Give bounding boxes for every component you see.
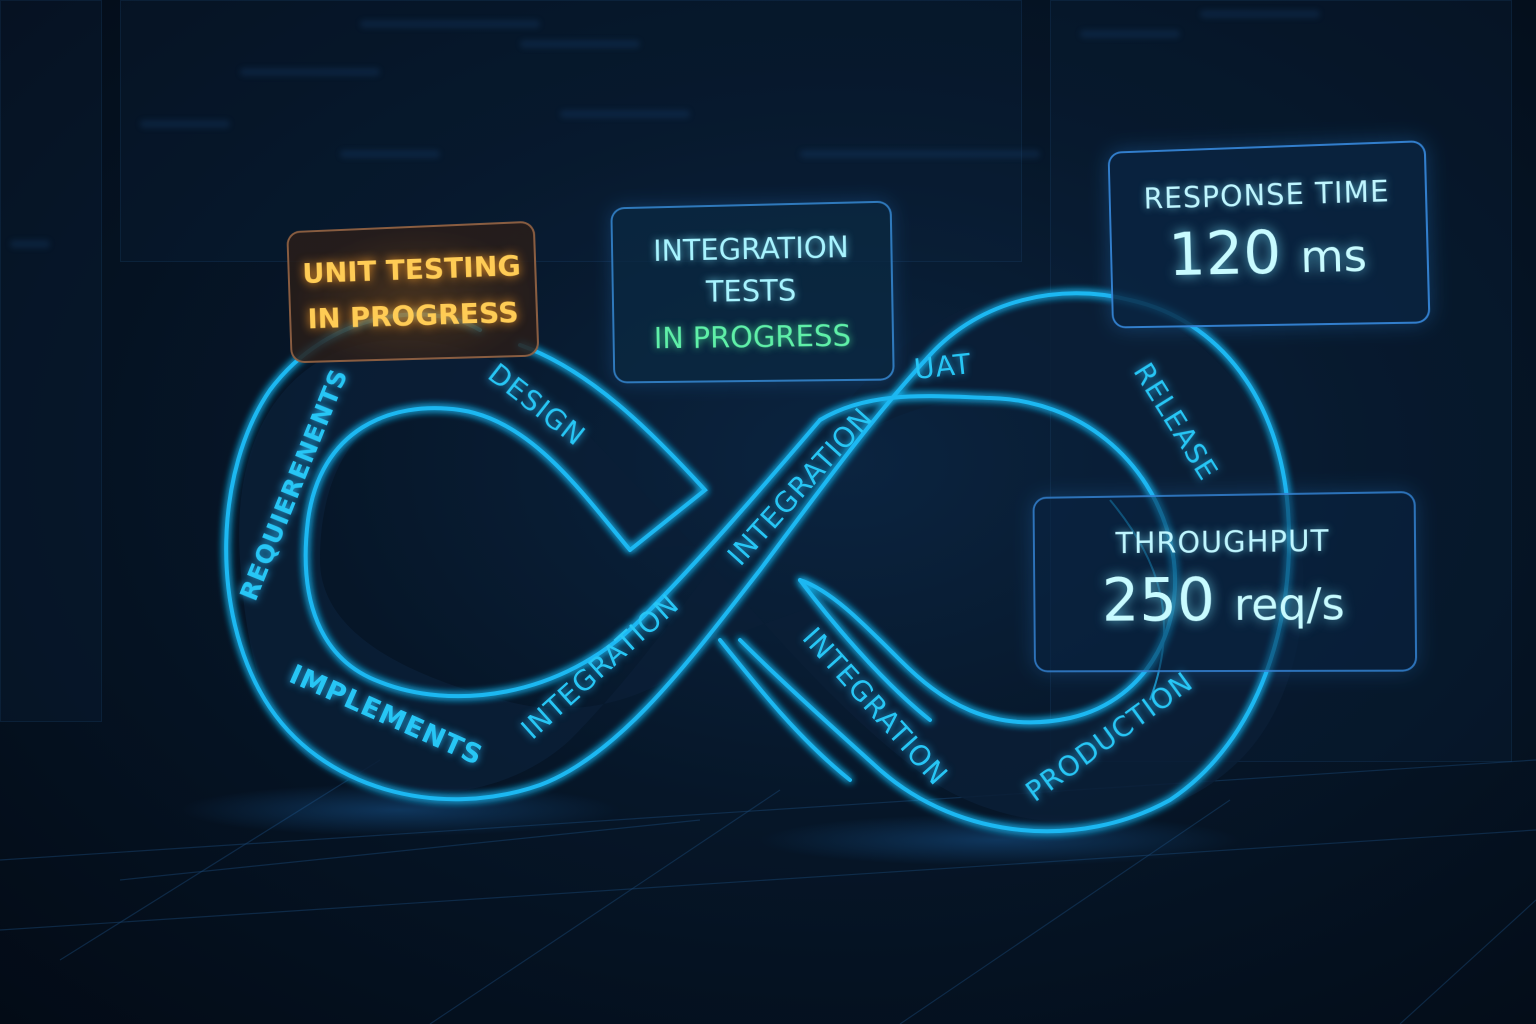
background-blur-line bbox=[560, 110, 690, 118]
background-blur-line bbox=[140, 120, 230, 128]
integration-tests-status-card: INTEGRATION TESTS IN PROGRESS bbox=[610, 200, 895, 384]
unit-testing-title: UNIT TESTING bbox=[301, 248, 522, 290]
stage-label-uat: UAT bbox=[912, 347, 974, 386]
right-lobe-outer-edge bbox=[738, 298, 1292, 834]
response-time-unit: ms bbox=[1299, 230, 1368, 284]
background-blur-line bbox=[1080, 30, 1180, 38]
background-blur-line bbox=[340, 150, 440, 158]
floor-reflection bbox=[760, 814, 1240, 866]
background-blur-line bbox=[360, 20, 540, 28]
floor-grid bbox=[0, 759, 1536, 1024]
crossover-left-edge bbox=[518, 343, 708, 552]
background-blur-line bbox=[520, 40, 640, 48]
left-lobe-inner-edge bbox=[303, 406, 822, 699]
throughput-label: THROUGHPUT bbox=[1115, 523, 1330, 561]
integration-tests-title-line1: INTEGRATION bbox=[652, 229, 850, 268]
response-time-label: RESPONSE TIME bbox=[1143, 173, 1391, 216]
throughput-value: 250 bbox=[1101, 565, 1216, 636]
unit-testing-status: IN PROGRESS bbox=[307, 295, 520, 336]
background-blur-line bbox=[10, 240, 50, 248]
response-time-value-row: 120 ms bbox=[1168, 215, 1368, 296]
loop-neon-outline bbox=[224, 291, 1292, 834]
integration-tests-status: IN PROGRESS bbox=[653, 318, 852, 356]
crossover-lower-edge bbox=[718, 638, 852, 782]
background-blur-line bbox=[800, 150, 1040, 158]
response-time-value: 120 bbox=[1167, 217, 1283, 290]
integration-tests-title-line2: TESTS bbox=[705, 273, 797, 309]
throughput-unit: req/s bbox=[1233, 578, 1346, 631]
unit-testing-status-card: UNIT TESTING IN PROGRESS bbox=[286, 220, 540, 364]
throughput-value-row: 250 req/s bbox=[1102, 564, 1346, 642]
response-time-metric-card: RESPONSE TIME 120 ms bbox=[1107, 140, 1431, 329]
crossover-right-edge bbox=[798, 578, 932, 722]
floor-reflection bbox=[180, 784, 620, 836]
left-lobe-outer-edge bbox=[224, 291, 1132, 802]
background-blur-line bbox=[240, 68, 380, 76]
background-blur-line bbox=[1200, 10, 1320, 18]
background-screen-left bbox=[0, 0, 102, 722]
throughput-metric-card: THROUGHPUT 250 req/s bbox=[1032, 490, 1418, 673]
